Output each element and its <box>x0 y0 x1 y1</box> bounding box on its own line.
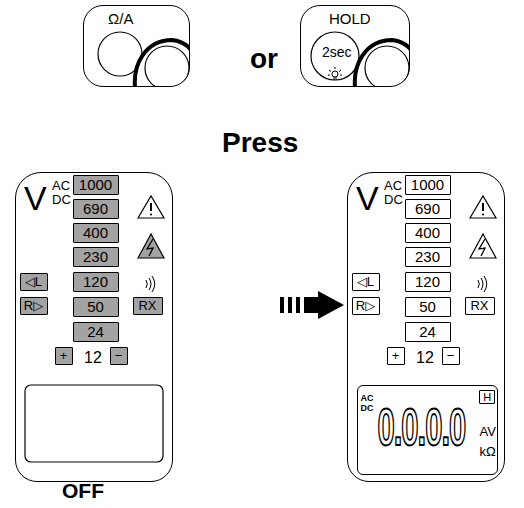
indicator-label: ◁L <box>357 275 374 288</box>
indicator-box: 1000 <box>405 175 451 195</box>
warning-mark <box>150 203 152 211</box>
lightning-bolt <box>147 239 153 256</box>
indicator-label: RX <box>470 299 488 312</box>
display-text: V <box>356 181 379 215</box>
indicator-label: R▷ <box>24 299 43 312</box>
indicator-box: 690 <box>405 199 451 219</box>
warning-dot <box>150 213 152 215</box>
bulb <box>332 71 338 77</box>
lit-indicator-box: 690 <box>73 199 119 219</box>
hazard-triangle <box>138 234 164 258</box>
indicator-label: 1000 <box>79 177 112 192</box>
lit-indicator-box: + <box>55 347 73 365</box>
finger-outline <box>135 40 190 87</box>
bulb-rays <box>328 67 342 80</box>
arrow-head <box>318 291 344 319</box>
indicator-label: 24 <box>419 324 436 339</box>
indicator-box: 50 <box>405 297 451 317</box>
finger-pad <box>365 46 409 87</box>
blank-display <box>25 385 163 462</box>
indicator-box: RX <box>465 297 495 315</box>
indicator-label: 120 <box>83 274 108 289</box>
sound-icon <box>146 276 155 292</box>
indicator-box: + <box>387 347 405 365</box>
lcd-readout: AC DC0.0.0.0 AV kΩ H <box>357 385 498 475</box>
display-text: 12 <box>416 349 434 367</box>
display-text: AC DC <box>52 179 74 206</box>
indicator-box: − <box>442 347 460 365</box>
lit-indicator-box: RX <box>133 297 163 315</box>
indicator-label: 1000 <box>411 177 444 192</box>
lit-indicator-box: 230 <box>73 247 119 267</box>
indicator-label: − <box>447 349 455 362</box>
caption-label: or <box>250 44 278 75</box>
lit-indicator-box: 400 <box>73 223 119 243</box>
push-button: Ω/A <box>83 5 190 87</box>
indicator-label: ◁L <box>25 275 42 288</box>
warning-mark <box>482 203 484 211</box>
finger <box>355 40 410 87</box>
lit-indicator-box: ◁L <box>20 273 48 291</box>
sound-icon <box>478 276 487 292</box>
indicator-label: 50 <box>419 299 436 314</box>
indicator-box: H <box>479 390 495 404</box>
indicator-label: 690 <box>415 201 440 216</box>
indicator-label: + <box>60 349 68 362</box>
lit-indicator-box: 50 <box>73 297 119 317</box>
display-text: V <box>24 181 47 215</box>
warning-triangle <box>470 196 496 218</box>
display-text: AV <box>480 424 496 439</box>
indicator-label: 50 <box>87 299 104 314</box>
warning-triangle <box>138 196 164 218</box>
indicator-label: − <box>115 349 123 362</box>
tester-display: VAC DC 12 1000 690 400 230 120 50 24 + − ◁L R▷ RX <box>15 172 173 482</box>
caption-label: OFF <box>62 479 104 502</box>
display-text: HOLD <box>329 10 371 27</box>
lit-indicator-box: 24 <box>73 322 119 342</box>
indicator-label: 690 <box>83 201 108 216</box>
lightning-bolt <box>479 239 485 256</box>
lit-indicator-box: 1000 <box>73 175 119 195</box>
indicator-label: 230 <box>415 249 440 264</box>
caption-label: Press <box>222 128 298 159</box>
finger-outline <box>355 40 410 87</box>
indicator-label: 24 <box>87 324 104 339</box>
finger <box>135 40 190 87</box>
indicator-label: 400 <box>415 225 440 240</box>
indicator-box: ◁L <box>352 273 380 291</box>
finger-pad <box>145 46 189 87</box>
indicator-label: + <box>392 349 400 362</box>
indicator-label: H <box>483 392 491 403</box>
indicator-label: RX <box>138 299 156 312</box>
lit-indicator-box: 120 <box>73 272 119 292</box>
tester-display: VAC DC1210006904002301205024+−◁LR▷RXAC D… <box>347 172 505 482</box>
display-text: AC DC <box>361 393 377 414</box>
lit-indicator-box: R▷ <box>20 297 48 315</box>
indicator-box: 400 <box>405 223 451 243</box>
display-text: 0.0.0.0 <box>378 401 466 452</box>
display-text: Ω/A <box>108 10 133 27</box>
display-text: 12 <box>84 349 102 367</box>
indicator-label: R▷ <box>356 299 375 312</box>
block-arrow <box>173 291 344 319</box>
push-button: HOLD 2sec <box>300 5 410 87</box>
bulb-icon <box>328 67 342 80</box>
indicator-label: 400 <box>83 225 108 240</box>
indicator-box: 120 <box>405 272 451 292</box>
indicator-label: 230 <box>83 249 108 264</box>
display-text: kΩ <box>480 444 496 459</box>
hazard-triangle <box>470 234 496 258</box>
indicator-box: R▷ <box>352 297 380 315</box>
warning-dot <box>482 213 484 215</box>
display-text: AC DC <box>384 179 406 206</box>
lit-indicator-box: − <box>110 347 128 365</box>
indicator-box: 24 <box>405 322 451 342</box>
display-text: 2sec <box>322 44 352 60</box>
button-ring <box>311 32 359 80</box>
arrow-body <box>173 297 318 313</box>
indicator-label: 120 <box>415 274 440 289</box>
indicator-box: 230 <box>405 247 451 267</box>
